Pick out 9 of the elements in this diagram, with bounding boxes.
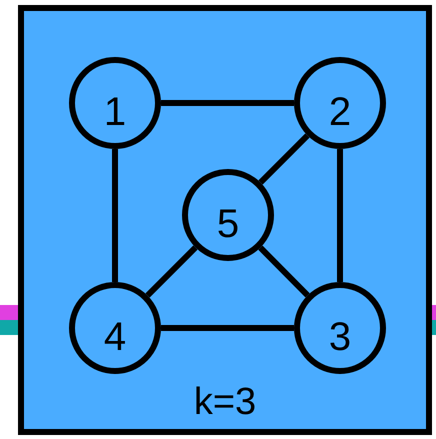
edge-line bbox=[258, 246, 310, 298]
edge-line bbox=[337, 149, 343, 282]
edge-line bbox=[145, 245, 198, 298]
edge-line bbox=[112, 149, 118, 282]
edge-line bbox=[258, 133, 310, 185]
box-label: k=3 bbox=[194, 383, 256, 421]
graph-box bbox=[18, 5, 432, 435]
edge-line bbox=[161, 325, 294, 331]
edge-line bbox=[161, 100, 294, 106]
